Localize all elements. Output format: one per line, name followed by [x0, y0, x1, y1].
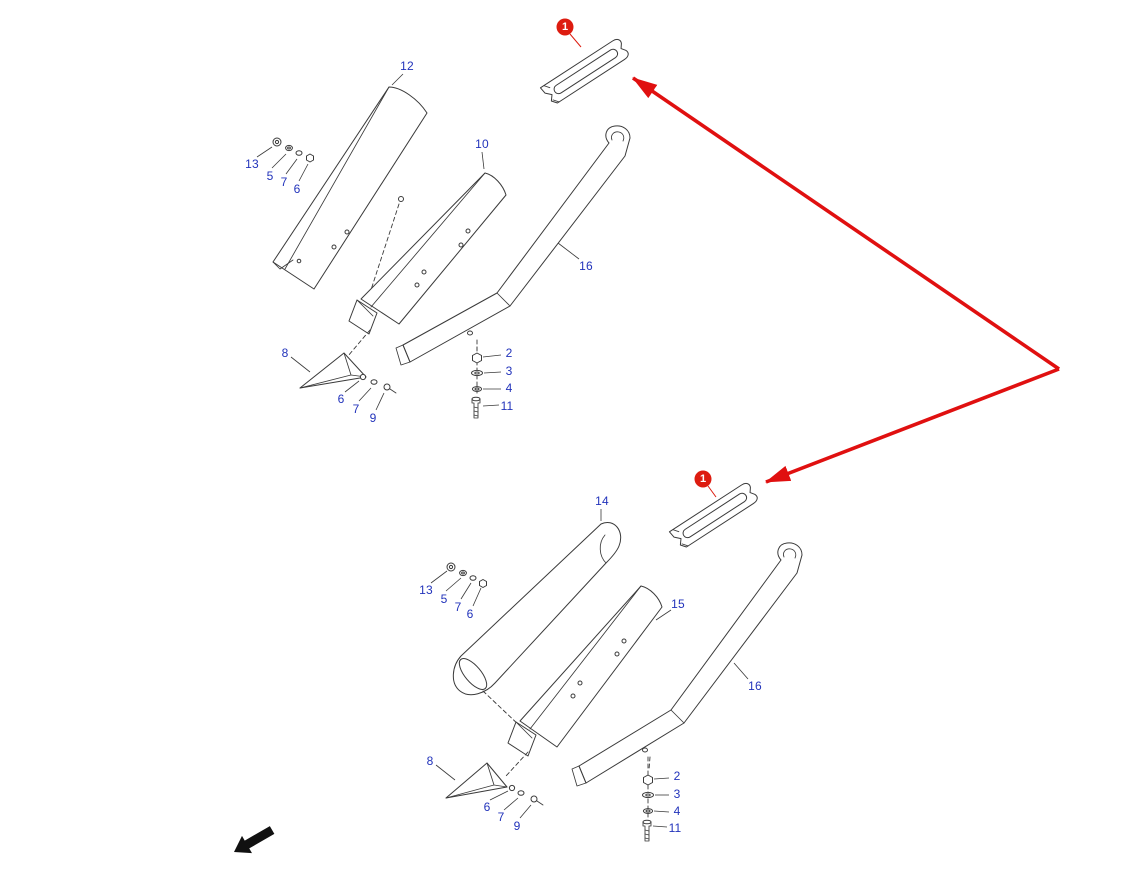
fastener-5-washer-top: [285, 144, 293, 152]
assembly-bottom: [445, 482, 803, 842]
part-15-inner-plate: [505, 585, 663, 777]
label-leader-line: [358, 387, 372, 402]
fastener-9-screw-top: [383, 383, 397, 394]
part-label-2: 2: [674, 769, 681, 783]
label-leader-line: [375, 392, 385, 411]
fastener-9-screw-bottom: [530, 795, 544, 806]
part-label-13: 13: [419, 583, 433, 597]
fastener-5-washer-bottom: [459, 569, 467, 577]
part-10-inner-plate: [347, 172, 507, 357]
assembly-top: [272, 38, 631, 419]
part-14-cone: [452, 522, 622, 728]
part-8-divider-point-bottom: [445, 762, 508, 799]
callout-circle: [694, 470, 712, 488]
part-label-6: 6: [294, 182, 301, 196]
red-arrow: [765, 367, 1060, 484]
fastener-7-washer-top2: [370, 379, 378, 385]
label-leader-line: [489, 790, 509, 801]
fastener-6-nut-top: [306, 153, 314, 163]
direction-arrow: [234, 826, 275, 854]
label-leader-line: [482, 354, 502, 358]
part-label-8: 8: [282, 346, 289, 360]
fastener-13-bolt-bottom: [446, 562, 456, 572]
label-leader-line: [271, 153, 287, 169]
part-16-support-arm-bottom: [571, 542, 803, 787]
label-leader-line: [472, 587, 482, 607]
part-16-support-arm-top: [395, 125, 631, 366]
fastener-7-washer-bottom: [469, 575, 477, 581]
part-label-8: 8: [427, 754, 434, 768]
fastener-6-washer-top2: [359, 373, 367, 381]
red-reference-arrows: [631, 76, 1061, 484]
part-label-16: 16: [748, 679, 762, 693]
label-leader-line: [733, 662, 749, 680]
red-arrow: [631, 76, 1061, 371]
fastener-column-bottom: [642, 756, 654, 842]
part-label-10: 10: [475, 137, 489, 151]
fastener-13-bolt-top: [272, 137, 282, 147]
label-leader-line: [557, 242, 580, 260]
label-leader-line: [430, 570, 448, 584]
part-label-9: 9: [370, 411, 377, 425]
part-label-6: 6: [484, 800, 491, 814]
part-label-5: 5: [441, 592, 448, 606]
label-leader-line: [652, 825, 668, 828]
label-leader-line: [460, 582, 472, 600]
callout-leader-line: [707, 485, 717, 498]
fastener-6-nut-bottom: [479, 579, 487, 588]
label-leader-line: [519, 804, 532, 819]
part-label-3: 3: [506, 364, 513, 378]
label-leader-line: [482, 404, 500, 407]
part-8-divider-point-top: [299, 352, 367, 389]
part-label-6: 6: [467, 607, 474, 621]
label-leader-line: [290, 356, 311, 373]
part-label-7: 7: [455, 600, 462, 614]
label-leader-line: [483, 371, 502, 374]
red-circle-callouts: 11: [556, 18, 717, 498]
callout-number: 1: [700, 473, 706, 485]
fastener-column-top: [471, 346, 483, 419]
part-label-6: 6: [338, 392, 345, 406]
label-leader-line: [256, 146, 273, 158]
label-leader-line: [503, 797, 519, 811]
fastener-6-washer-bottom2: [508, 784, 516, 792]
part-label-15: 15: [671, 597, 685, 611]
label-leader-line: [285, 158, 298, 175]
part-label-7: 7: [281, 175, 288, 189]
part-label-7: 7: [353, 402, 360, 416]
label-leader-line: [445, 577, 462, 592]
part-label-11: 11: [669, 821, 682, 835]
callout-circle: [556, 18, 574, 36]
part-label-12: 12: [400, 59, 414, 73]
label-leader-line: [344, 380, 360, 393]
label-leader-line: [298, 163, 309, 182]
label-leader-line: [391, 73, 404, 86]
fastener-7-washer-top: [295, 150, 303, 156]
label-leader-line: [435, 764, 456, 781]
part-1-knife-section-bottom: [668, 482, 758, 548]
part-label-9: 9: [514, 819, 521, 833]
part-label-16: 16: [579, 259, 593, 273]
fastener-7-washer-bottom2: [517, 790, 525, 796]
part-label-14: 14: [595, 494, 609, 508]
part-label-2: 2: [506, 346, 513, 360]
part-1-knife-section-top: [539, 38, 629, 104]
part-label-4: 4: [506, 381, 513, 395]
part-label-3: 3: [674, 787, 681, 801]
label-leader-line: [653, 777, 670, 780]
label-leader-line: [653, 810, 670, 813]
callout-number: 1: [562, 21, 568, 33]
part-12-outer-plate: [272, 86, 428, 300]
part-label-4: 4: [674, 804, 681, 818]
part-label-13: 13: [245, 157, 259, 171]
part-label-7: 7: [498, 810, 505, 824]
part-label-11: 11: [501, 399, 514, 413]
label-leader-line: [655, 609, 672, 621]
label-leader-line: [481, 151, 485, 170]
part-label-5: 5: [267, 169, 274, 183]
callout-leader-line: [569, 33, 582, 48]
